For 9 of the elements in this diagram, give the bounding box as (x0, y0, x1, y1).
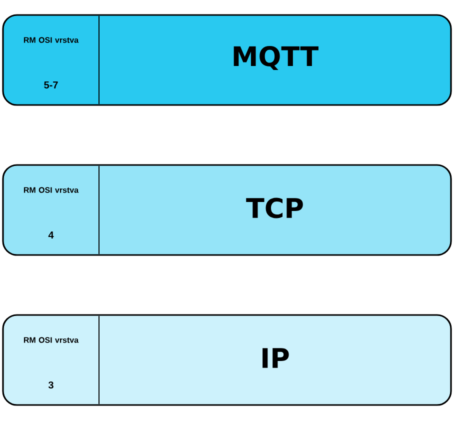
layer-number: 3 (48, 381, 54, 389)
protocol-name: TCP (246, 198, 303, 218)
layer-label: RM OSI vrstva (24, 37, 79, 43)
protocol-name: IP (262, 348, 289, 368)
layer-label: RM OSI vrstva (24, 187, 79, 193)
layer-label: RM OSI vrstva (24, 337, 79, 343)
layer-number: 5-7 (44, 82, 58, 88)
layer-number: 4 (48, 232, 54, 238)
protocol-name: MQTT (234, 46, 318, 70)
